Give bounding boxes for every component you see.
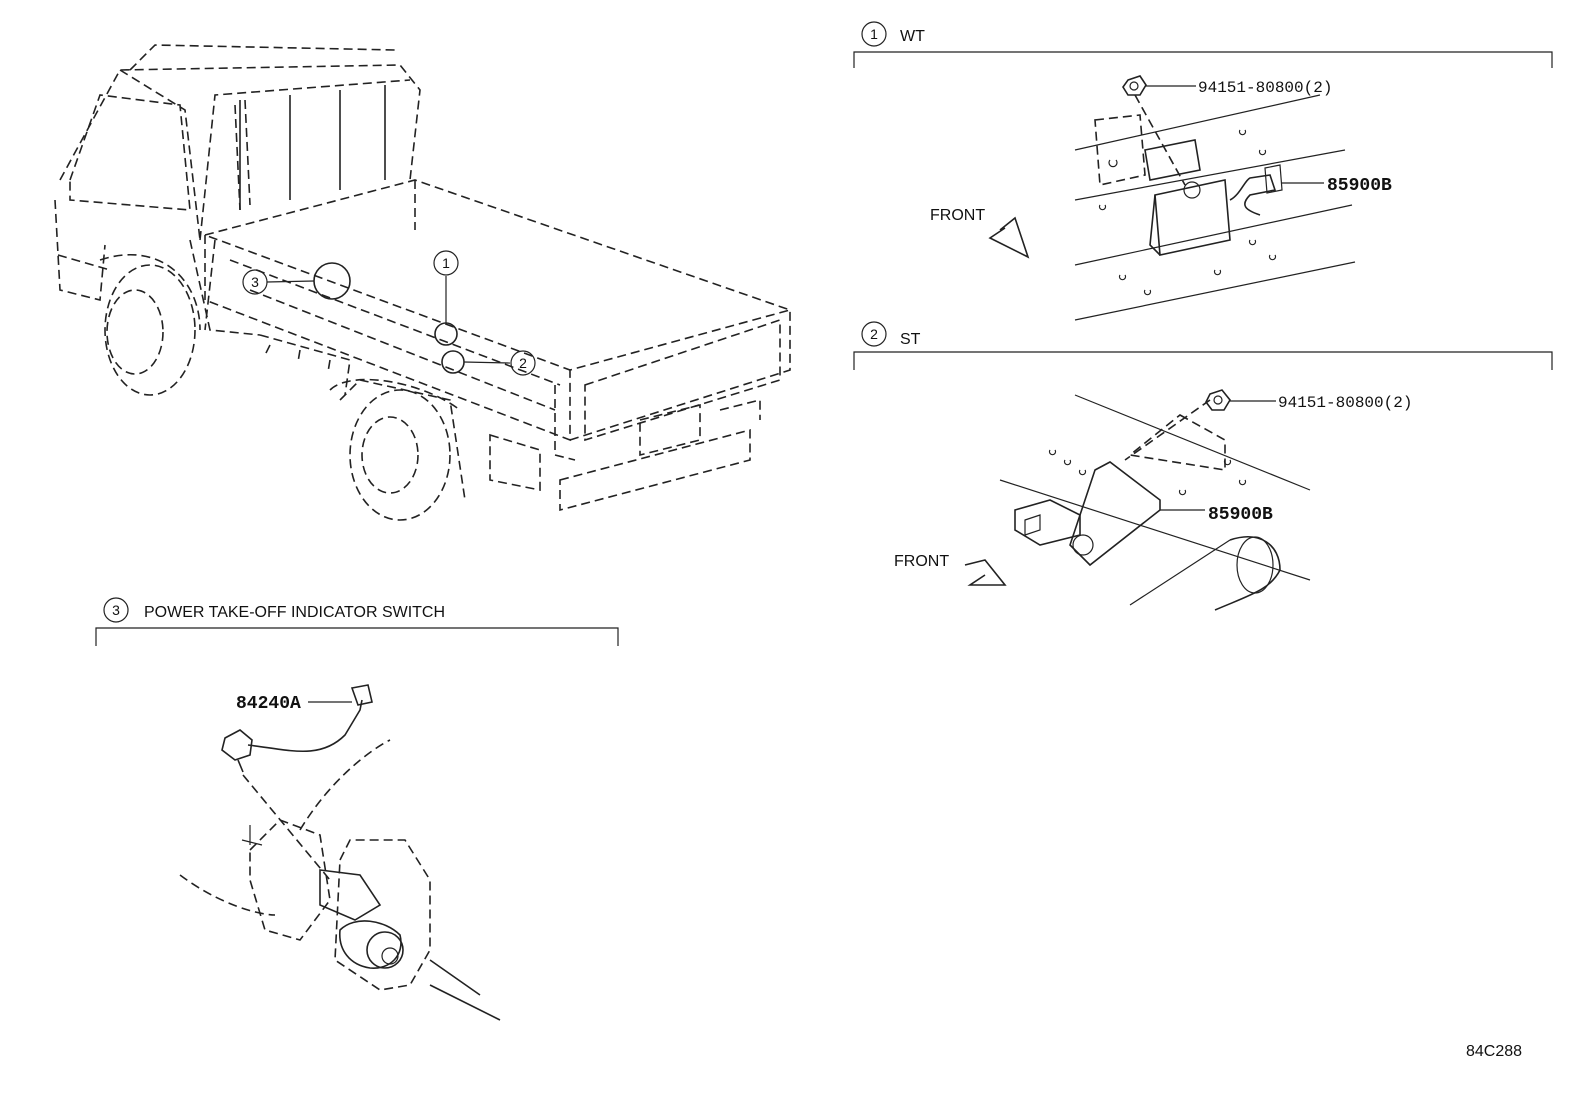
section-pto-title: POWER TAKE-OFF INDICATOR SWITCH: [144, 604, 445, 621]
section-wt-header: 1 WT: [853, 21, 1553, 68]
pto-assembly-drawing: [179, 684, 501, 1021]
callout-3-label: 3: [251, 274, 259, 290]
st-nut-part-number: 94151-80800(2): [1278, 394, 1412, 412]
truck-illustration: [54, 44, 793, 521]
wt-nut-part-number: 94151-80800(2): [1198, 79, 1332, 97]
callout-1-label: 1: [442, 255, 450, 271]
callout-1: 1: [433, 250, 459, 276]
st-front-label: FRONT: [894, 553, 949, 570]
diagram-code: 84C288: [1466, 1043, 1522, 1060]
wt-front-label: FRONT: [930, 207, 985, 224]
section-pto-number: 3: [112, 602, 120, 618]
pto-switch-part-number: 84240A: [236, 694, 301, 714]
section-wt-number: 1: [870, 26, 878, 42]
section-wt-title: WT: [900, 28, 925, 45]
section-st-number: 2: [870, 326, 878, 342]
st-assembly-drawing: [964, 389, 1311, 611]
st-unit-part-number: 85900B: [1208, 505, 1273, 525]
section-st-header: 2 ST: [853, 321, 1553, 370]
callout-3: 3: [242, 269, 268, 295]
callout-2-label: 2: [519, 355, 527, 371]
section-pto-header: 3 POWER TAKE-OFF INDICATOR SWITCH: [95, 597, 619, 646]
callout-2: 2: [510, 350, 536, 376]
section-st-title: ST: [900, 331, 921, 348]
wt-unit-part-number: 85900B: [1327, 176, 1392, 196]
wt-assembly-drawing: [988, 75, 1356, 321]
